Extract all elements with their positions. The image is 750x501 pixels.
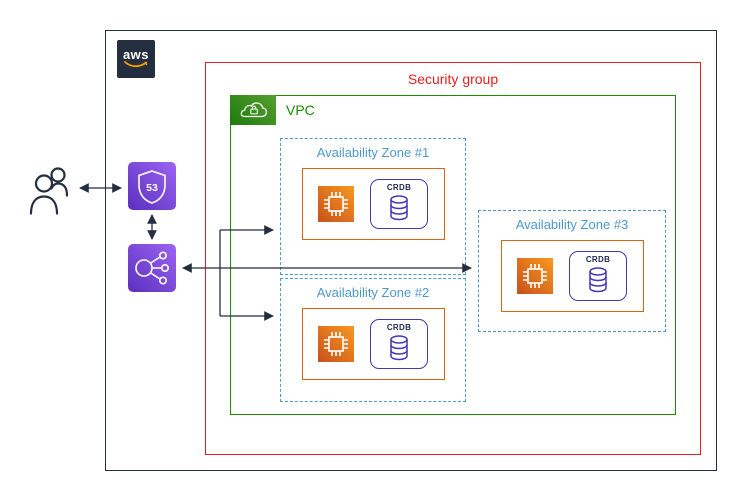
ec2-instance-icon xyxy=(318,186,354,222)
availability-zone-3: Availability Zone #3 CRDB xyxy=(478,210,666,332)
vpc-boundary xyxy=(230,95,676,415)
chip-glyph xyxy=(523,264,547,288)
crdb-label: CRDB xyxy=(386,183,412,192)
availability-zone-1: Availability Zone #1 CRDB xyxy=(280,138,466,275)
crdb-node: CRDB xyxy=(370,179,428,229)
route53-icon: 53 xyxy=(128,162,176,210)
security-group-boundary: Security group xyxy=(205,62,701,455)
database-icon xyxy=(589,267,607,293)
chip-glyph xyxy=(324,192,348,216)
ec2-instance-icon xyxy=(318,326,354,362)
vpc-icon xyxy=(230,95,276,125)
shield-53-glyph: 53 xyxy=(138,170,166,204)
aws-logo-text: aws xyxy=(122,47,150,62)
availability-zone-2-label: Availability Zone #2 xyxy=(316,285,430,300)
crdb-label: CRDB xyxy=(386,323,412,332)
node-group-az3: CRDB xyxy=(500,240,644,312)
security-group-label: Security group xyxy=(407,71,499,87)
database-icon xyxy=(390,195,408,221)
cloud-lock-glyph xyxy=(240,102,268,118)
route53-number: 53 xyxy=(146,182,158,194)
chip-glyph xyxy=(324,332,348,356)
node-group-az1: CRDB xyxy=(301,168,445,240)
aws-smile-icon xyxy=(124,61,148,68)
availability-zone-1-label: Availability Zone #1 xyxy=(316,145,430,160)
availability-zone-3-label: Availability Zone #3 xyxy=(515,217,629,232)
vpc-label: VPC xyxy=(286,102,315,118)
crdb-node: CRDB xyxy=(569,251,627,301)
availability-zone-2: Availability Zone #2 CRDB xyxy=(280,278,466,402)
users-icon xyxy=(29,167,69,215)
crdb-node: CRDB xyxy=(370,319,428,369)
node-group-az2: CRDB xyxy=(301,308,445,380)
network-nodes-glyph xyxy=(135,251,169,285)
load-balancer-icon xyxy=(128,244,176,292)
crdb-label: CRDB xyxy=(585,255,611,264)
ec2-instance-icon xyxy=(517,258,553,294)
aws-logo: aws xyxy=(117,40,155,78)
database-icon xyxy=(390,335,408,361)
